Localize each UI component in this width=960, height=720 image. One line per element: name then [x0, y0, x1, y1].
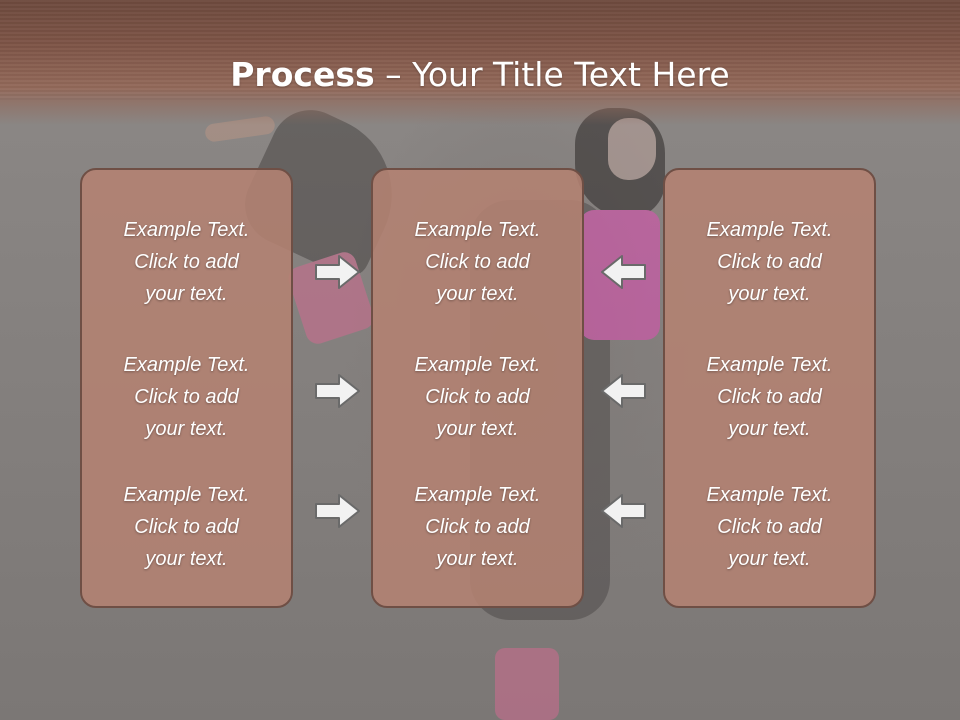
text-placeholder[interactable]: Example Text. Click to add your text. — [123, 484, 250, 570]
right-arrow-icon — [313, 371, 363, 411]
right-arrow-icon — [313, 491, 363, 531]
slide-title[interactable]: Process – Your Title Text Here — [0, 52, 960, 98]
title-bold: Process — [230, 55, 375, 94]
title-rest: – Your Title Text Here — [374, 55, 730, 94]
title-banner — [0, 0, 960, 125]
left-arrow-icon — [598, 252, 648, 292]
text-placeholder[interactable]: Example Text. Click to add your text. — [414, 219, 541, 305]
text-placeholder[interactable]: Example Text. Click to add your text. — [123, 219, 250, 305]
text-placeholder[interactable]: Example Text. Click to add your text. — [706, 484, 833, 570]
right-arrow-icon — [313, 252, 363, 292]
left-arrow-icon — [598, 371, 648, 411]
process-box-right[interactable]: Example Text. Click to add your text. Ex… — [663, 168, 876, 608]
process-box-left[interactable]: Example Text. Click to add your text. Ex… — [80, 168, 293, 608]
text-placeholder[interactable]: Example Text. Click to add your text. — [414, 354, 541, 440]
text-placeholder[interactable]: Example Text. Click to add your text. — [706, 354, 833, 440]
text-placeholder[interactable]: Example Text. Click to add your text. — [706, 219, 833, 305]
left-arrow-icon — [598, 491, 648, 531]
text-placeholder[interactable]: Example Text. Click to add your text. — [414, 484, 541, 570]
process-box-center[interactable]: Example Text. Click to add your text. Ex… — [371, 168, 584, 608]
text-placeholder[interactable]: Example Text. Click to add your text. — [123, 354, 250, 440]
